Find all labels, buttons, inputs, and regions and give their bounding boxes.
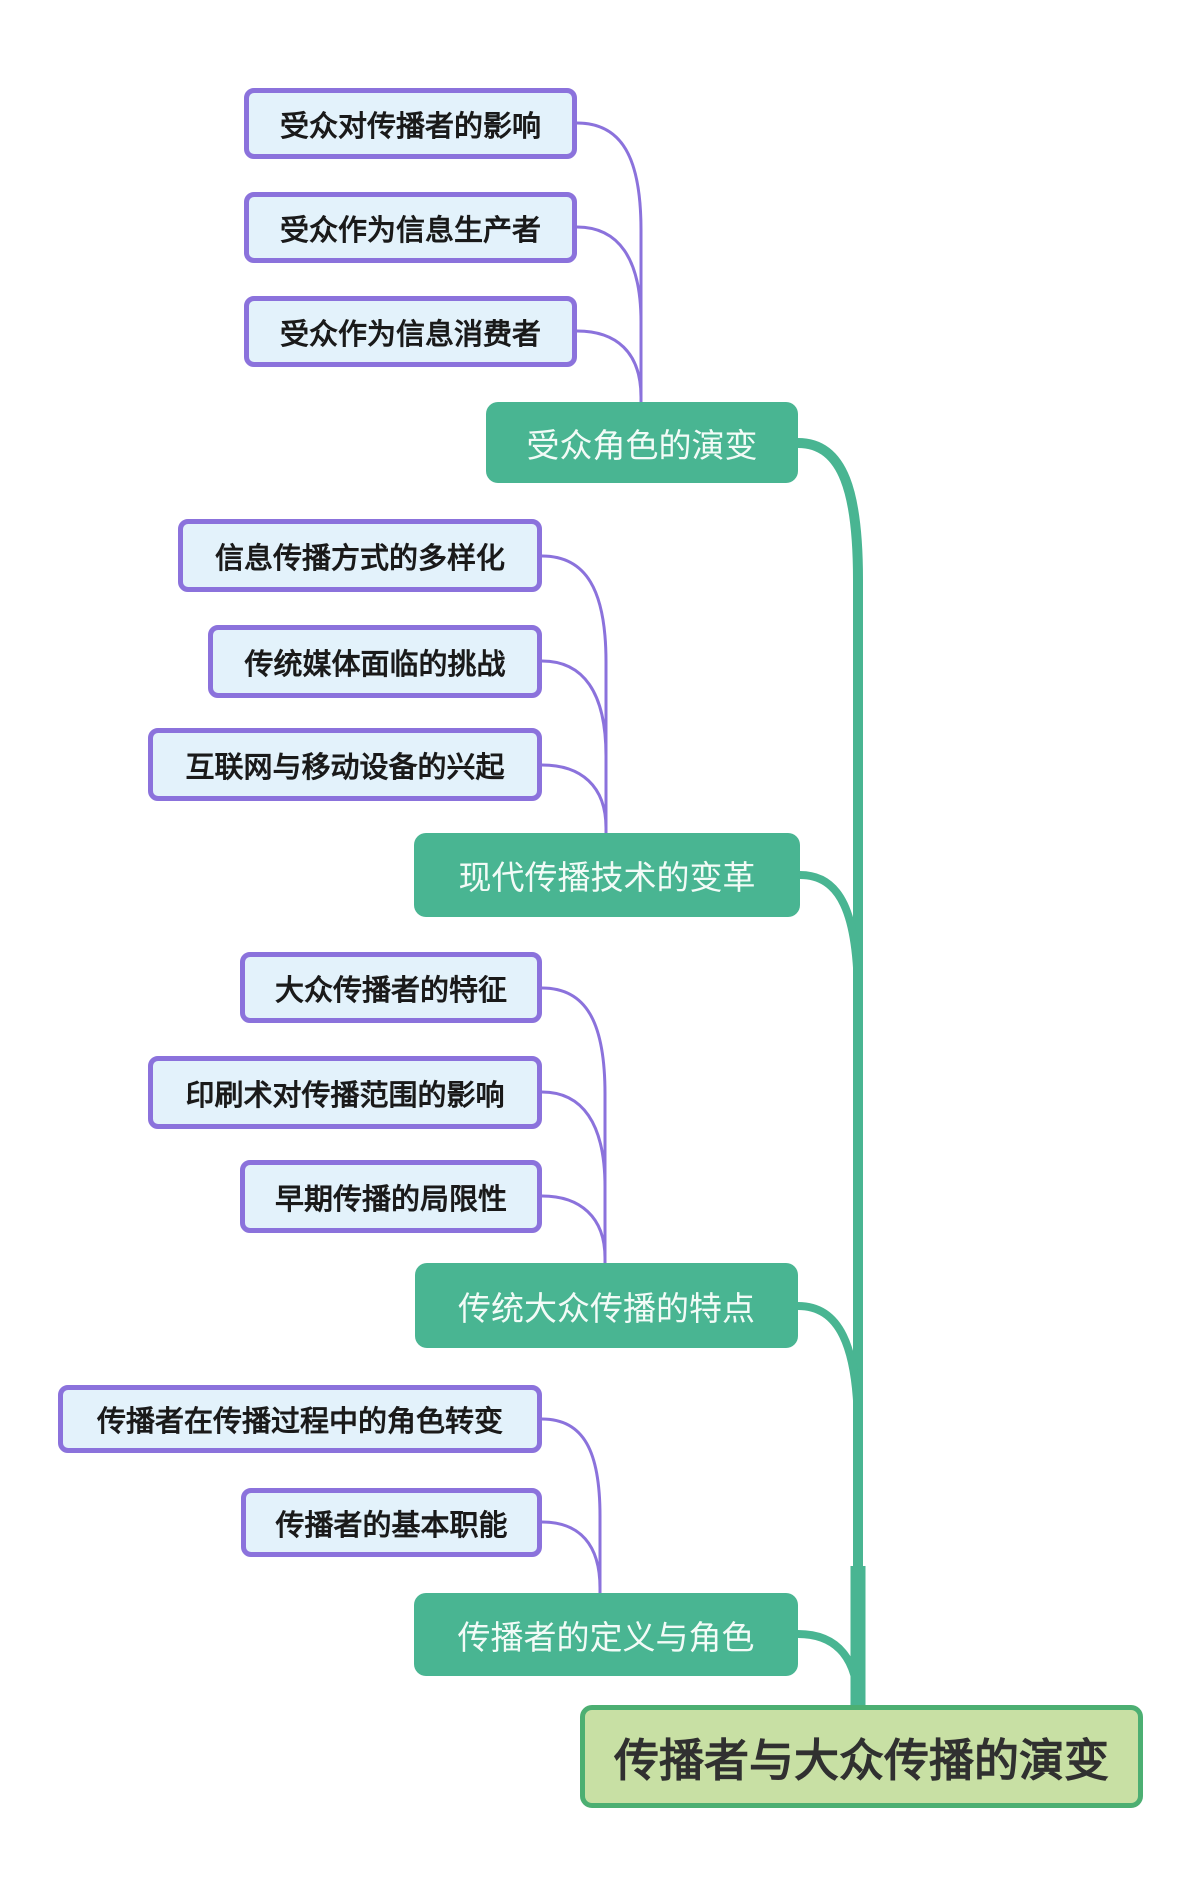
leaf-node-audience-influence[interactable]: 受众对传播者的影响 (244, 88, 577, 159)
branch-label: 受众角色的演变 (526, 426, 758, 464)
leaf-connector-mass-communicator-traits (540, 986, 607, 1265)
leaf-node-audience-producer[interactable]: 受众作为信息生产者 (244, 192, 577, 263)
root-label: 传播者与大众传播的演变 (613, 1735, 1109, 1786)
leaf-label: 传播者的基本职能 (275, 1509, 508, 1542)
leaf-label: 印刷术对传播范围的影响 (185, 1079, 505, 1112)
branch-node-traditional-mass[interactable]: 传统大众传播的特点 (415, 1263, 798, 1348)
leaf-label: 传统媒体面临的挑战 (244, 648, 506, 681)
leaf-label: 传播者在传播过程中的角色转变 (96, 1406, 503, 1438)
branch-node-communicator-definition[interactable]: 传播者的定义与角色 (414, 1593, 798, 1676)
branch-connector-traditional-mass (794, 1302, 862, 1436)
leaf-node-traditional-media-challenges[interactable]: 传统媒体面临的挑战 (208, 625, 542, 698)
leaf-label: 早期传播的局限性 (274, 1183, 507, 1216)
leaf-node-mass-communicator-traits[interactable]: 大众传播者的特征 (240, 952, 542, 1023)
leaf-connector-audience-consumer (575, 329, 643, 404)
root-node[interactable]: 传播者与大众传播的演变 (580, 1705, 1143, 1808)
branch-connector-communicator-definition (794, 1630, 862, 1709)
branch-node-audience-roles[interactable]: 受众角色的演变 (486, 402, 798, 483)
leaf-node-internet-mobile-rise[interactable]: 互联网与移动设备的兴起 (148, 728, 542, 801)
leaf-connector-printing-impact (540, 1090, 607, 1265)
leaf-connector-traditional-media-challenges (540, 659, 608, 835)
leaf-connector-audience-producer (575, 225, 643, 404)
leaf-label: 受众作为信息消费者 (279, 318, 541, 351)
leaf-label: 受众作为信息生产者 (279, 214, 541, 247)
branch-connector-audience-roles (793, 438, 863, 1710)
leaf-node-diversified-methods[interactable]: 信息传播方式的多样化 (178, 519, 542, 592)
leaf-node-basic-functions[interactable]: 传播者的基本职能 (241, 1488, 542, 1557)
branch-connector-modern-tech (796, 871, 862, 1004)
leaf-node-audience-consumer[interactable]: 受众作为信息消费者 (244, 296, 577, 367)
leaf-label: 受众对传播者的影响 (279, 110, 541, 143)
leaf-connector-internet-mobile-rise (540, 763, 608, 835)
leaf-connector-basic-functions (540, 1520, 602, 1595)
leaf-connector-audience-influence (575, 121, 643, 404)
leaf-connector-role-transformation (540, 1417, 602, 1595)
branch-label: 传统大众传播的特点 (458, 1289, 755, 1327)
leaf-label: 互联网与移动设备的兴起 (185, 751, 505, 784)
leaf-node-role-transformation[interactable]: 传播者在传播过程中的角色转变 (58, 1385, 542, 1453)
leaf-connector-early-limitations (540, 1194, 607, 1265)
leaf-connector-diversified-methods (540, 554, 608, 835)
branch-label: 现代传播技术的变革 (458, 859, 756, 896)
leaf-label: 大众传播者的特征 (274, 974, 507, 1007)
branch-label: 传播者的定义与角色 (457, 1618, 755, 1656)
leaf-label: 信息传播方式的多样化 (214, 542, 505, 575)
leaf-node-early-limitations[interactable]: 早期传播的局限性 (240, 1160, 542, 1233)
leaf-node-printing-impact[interactable]: 印刷术对传播范围的影响 (148, 1056, 542, 1129)
branch-node-modern-tech[interactable]: 现代传播技术的变革 (414, 833, 800, 917)
